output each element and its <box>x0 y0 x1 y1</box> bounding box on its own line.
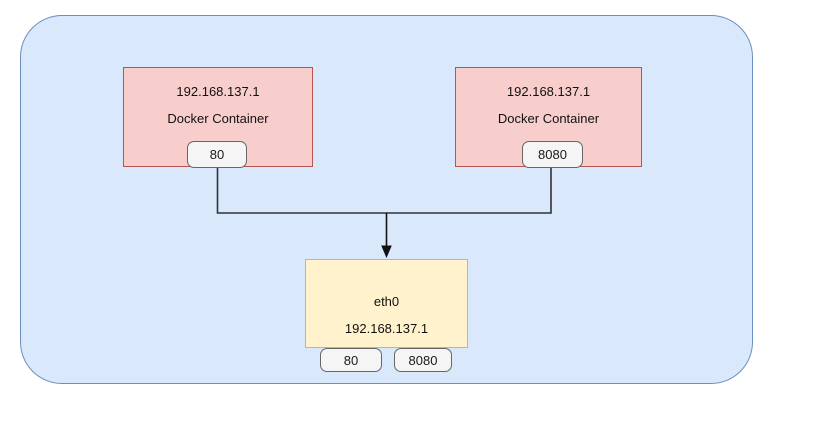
container-ip-label: 192.168.137.1 <box>506 84 591 99</box>
container-name-label: Docker Container <box>167 111 269 126</box>
port-label: 80 <box>209 147 225 162</box>
port-label: 80 <box>343 352 359 368</box>
eth0-port-badge-80: 80 <box>320 348 382 372</box>
container-name-label: Docker Container <box>497 111 600 126</box>
eth0-interface-node: eth0 192.168.137.1 <box>305 259 468 348</box>
interface-name-label: eth0 <box>373 294 400 309</box>
container-ip-label: 192.168.137.1 <box>176 84 260 99</box>
eth0-port-badge-8080: 8080 <box>394 348 452 372</box>
port-label: 8080 <box>538 147 567 162</box>
container-1-port-badge: 80 <box>187 141 247 168</box>
container-2-port-badge: 8080 <box>522 141 583 168</box>
port-label: 8080 <box>408 352 438 368</box>
interface-ip-label: 192.168.137.1 <box>344 321 429 336</box>
